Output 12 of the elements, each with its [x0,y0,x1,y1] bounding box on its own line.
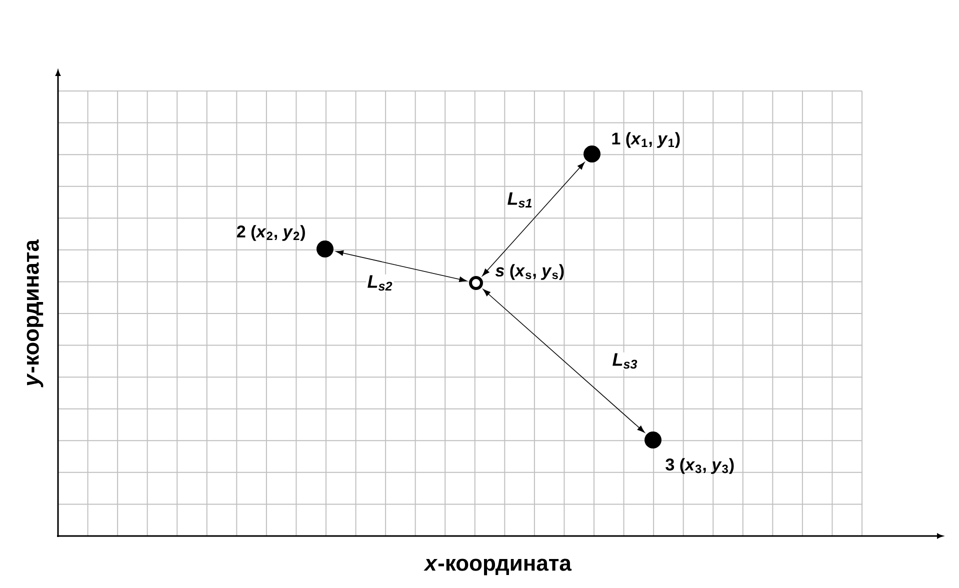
edge-label: L$_{s1}$ [506,191,534,209]
point-label: s (x$_{s}$, y$_{s}$) [495,264,564,280]
axis-title: x-координата [424,558,572,576]
arrow [482,162,585,276]
edge-label: L$_{s3}$ [611,352,639,370]
point-label: 3 (x$_{3}$, y$_{3}$) [666,458,734,474]
point-label: 1 (x$_{1}$, y$_{1}$) [612,132,680,148]
arrow [482,289,645,433]
arrow [336,250,467,282]
point-label: 2 (x$_{2}$, y$_{2}$) [237,225,305,241]
edge-label: L$_{s2}$ [366,274,394,292]
axis-title: y-координата [26,239,44,388]
